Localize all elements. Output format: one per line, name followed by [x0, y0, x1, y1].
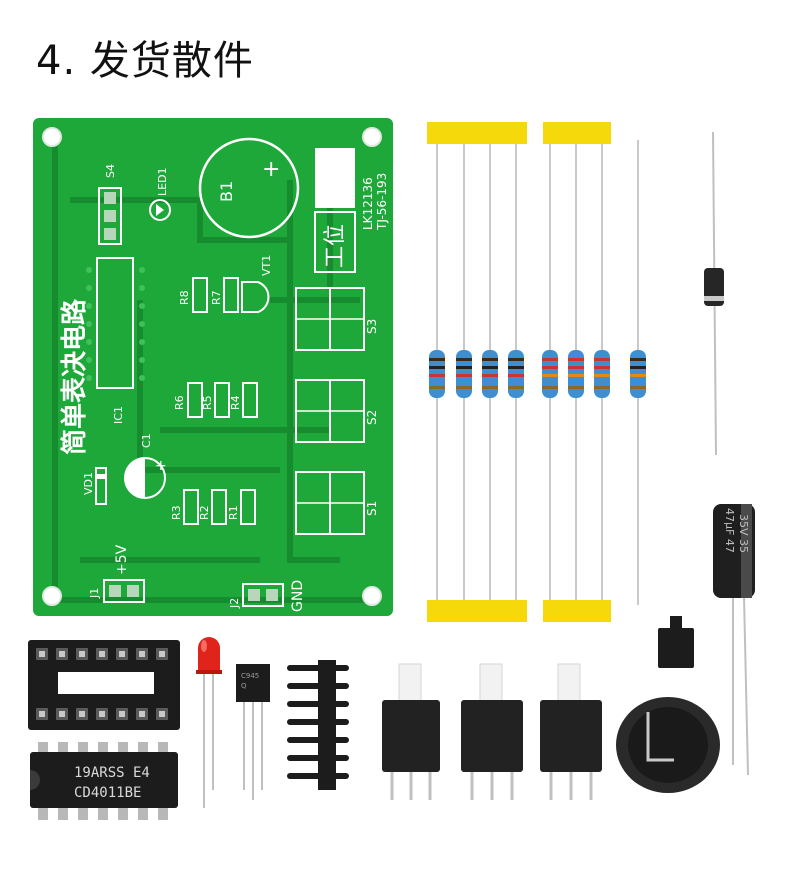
resistor — [456, 350, 472, 398]
label-c1: C1 — [140, 433, 153, 448]
ic-socket — [28, 640, 180, 730]
transistor: C945 Q — [236, 664, 270, 800]
pcb-board: 简单表决电路 S4 LED1 B1 + LK12136 TJ-56-193 工位… — [33, 118, 393, 616]
page-title: 4. 发货散件 — [36, 38, 254, 84]
label-s1: S1 — [365, 501, 379, 516]
jumper-cap — [658, 616, 694, 668]
resistor-bodies — [429, 350, 646, 398]
label-ic1: IC1 — [112, 406, 125, 424]
work-stamp: 工位 — [323, 224, 348, 268]
label-r3: R3 — [170, 505, 183, 520]
switch-footprint-s1 — [295, 471, 365, 535]
label-gnd: GND — [290, 580, 306, 612]
ic-chip-text-1: 19ARSS E4 — [74, 765, 150, 781]
ic-chip: 19ARSS E4 CD4011BE — [30, 742, 178, 820]
pin-header — [287, 660, 349, 790]
capacitor-text-1: 47μF 47 — [723, 508, 736, 553]
label-model-2: TJ-56-193 — [375, 173, 389, 231]
label-r4: R4 — [229, 395, 242, 410]
ic-chip-text-2: CD4011BE — [74, 785, 141, 801]
label-vd1: VD1 — [82, 472, 95, 495]
capacitor: 47μF 47 35V 35 — [713, 504, 755, 776]
push-switch — [382, 663, 440, 800]
label-s4: S4 — [104, 164, 117, 178]
diode — [704, 131, 724, 456]
switch-footprint-s2 — [295, 379, 365, 443]
label-c1-plus: + — [155, 458, 167, 474]
label-r7: R7 — [210, 290, 223, 305]
label-j2: J2 — [228, 598, 241, 609]
transistor-text-2: Q — [241, 682, 247, 690]
resistor — [630, 350, 646, 398]
resistor — [482, 350, 498, 398]
label-r8: R8 — [178, 290, 191, 305]
push-switch — [461, 663, 523, 800]
label-s3: S3 — [365, 319, 379, 334]
resistor — [542, 350, 558, 398]
label-model-1: LK12136 — [361, 177, 375, 230]
label-b1: B1 — [217, 181, 236, 202]
label-vt1: VT1 — [260, 255, 273, 276]
label-r2: R2 — [198, 505, 211, 520]
switch-footprint-s3 — [295, 287, 365, 351]
label-led1: LED1 — [156, 167, 169, 196]
resistor — [429, 350, 445, 398]
label-r5: R5 — [201, 395, 214, 410]
label-plus5v: +5V — [114, 544, 130, 575]
resistor — [508, 350, 524, 398]
pcb-side-label: 简单表决电路 — [59, 298, 90, 455]
resistor — [568, 350, 584, 398]
label-s2: S2 — [365, 410, 379, 425]
resistor — [594, 350, 610, 398]
transistor-text-1: C945 — [241, 672, 259, 680]
capacitor-text-2: 35V 35 — [737, 514, 750, 553]
push-switch — [540, 663, 602, 800]
label-j1: J1 — [88, 588, 101, 599]
buzzer — [616, 697, 720, 793]
label-r1: R1 — [227, 505, 240, 520]
label-r6: R6 — [173, 395, 186, 410]
led — [196, 637, 222, 808]
label-b1-plus: + — [262, 157, 280, 182]
